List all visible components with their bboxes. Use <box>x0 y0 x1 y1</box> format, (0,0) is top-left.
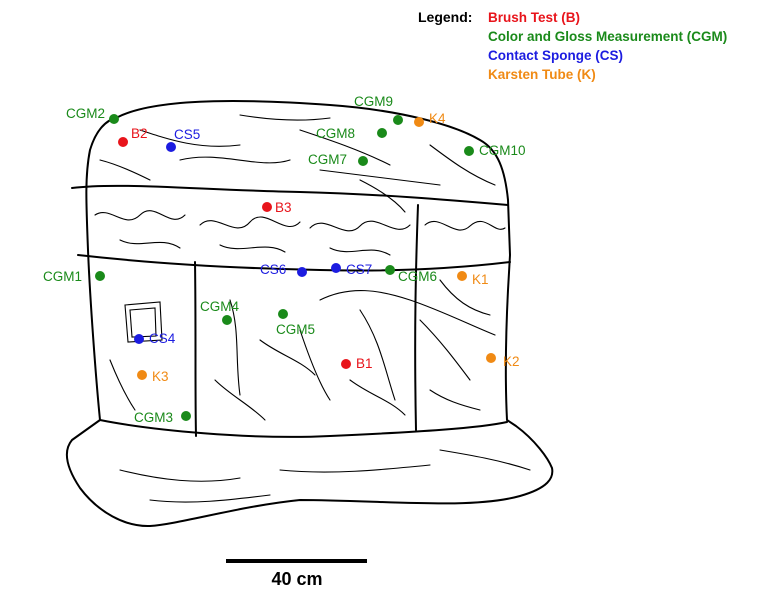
point-cgm3: CGM3 <box>134 410 191 425</box>
point-marker-cs6 <box>297 267 307 277</box>
point-cgm9: CGM9 <box>354 94 403 125</box>
point-label-b2: B2 <box>131 126 148 141</box>
point-cgm5: CGM5 <box>276 309 315 337</box>
point-label-cgm7: CGM7 <box>308 152 347 167</box>
point-cgm2: CGM2 <box>66 106 119 124</box>
point-cs6: CS6 <box>260 262 307 277</box>
point-label-k3: K3 <box>152 369 169 384</box>
point-label-cgm6: CGM6 <box>398 269 437 284</box>
point-b3: B3 <box>262 200 292 215</box>
point-k4: K4 <box>414 111 446 127</box>
point-label-cgm3: CGM3 <box>134 410 173 425</box>
point-label-k4: K4 <box>429 111 446 126</box>
point-label-cs5: CS5 <box>174 127 200 142</box>
point-cs4: CS4 <box>134 331 176 346</box>
legend-item-color-gloss: Color and Gloss Measurement (CGM) <box>488 29 727 44</box>
point-label-cgm10: CGM10 <box>479 143 526 158</box>
point-marker-cgm10 <box>464 146 474 156</box>
point-k3: K3 <box>137 369 169 384</box>
point-marker-cgm4 <box>222 315 232 325</box>
legend-item-karsten-tube: Karsten Tube (K) <box>488 67 596 82</box>
point-label-k1: K1 <box>472 272 489 287</box>
point-marker-k1 <box>457 271 467 281</box>
point-marker-cs5 <box>166 142 176 152</box>
legend-title: Legend: <box>418 9 472 25</box>
point-label-k2: K2 <box>503 354 520 369</box>
stone-block-drawing <box>65 100 554 528</box>
point-marker-cgm3 <box>181 411 191 421</box>
point-marker-k2 <box>486 353 496 363</box>
point-cgm8: CGM8 <box>316 126 387 141</box>
legend: Legend: Brush Test (B) Color and Gloss M… <box>418 9 727 82</box>
point-cgm1: CGM1 <box>43 269 105 284</box>
point-cgm7: CGM7 <box>308 152 368 167</box>
point-label-cgm4: CGM4 <box>200 299 239 314</box>
point-label-cgm2: CGM2 <box>66 106 105 121</box>
point-cs5: CS5 <box>166 127 200 152</box>
point-label-cgm5: CGM5 <box>276 322 315 337</box>
point-k2: K2 <box>486 353 520 369</box>
point-marker-b3 <box>262 202 272 212</box>
point-label-cgm8: CGM8 <box>316 126 355 141</box>
scale-bar: 40 cm <box>226 559 367 589</box>
point-k1: K1 <box>457 271 489 287</box>
point-cs7: CS7 <box>331 262 372 277</box>
point-marker-cgm2 <box>109 114 119 124</box>
point-label-cgm9: CGM9 <box>354 94 393 109</box>
point-marker-b2 <box>118 137 128 147</box>
point-marker-cgm6 <box>385 265 395 275</box>
point-cgm4: CGM4 <box>200 299 239 325</box>
point-marker-cgm1 <box>95 271 105 281</box>
point-cgm6: CGM6 <box>385 265 437 284</box>
point-marker-b1 <box>341 359 351 369</box>
point-label-cgm1: CGM1 <box>43 269 82 284</box>
point-marker-cgm8 <box>377 128 387 138</box>
point-marker-cs7 <box>331 263 341 273</box>
point-marker-k3 <box>137 370 147 380</box>
scale-bar-label: 40 cm <box>271 569 322 589</box>
point-label-cs4: CS4 <box>149 331 176 346</box>
point-marker-k4 <box>414 117 424 127</box>
point-marker-cgm7 <box>358 156 368 166</box>
point-label-b3: B3 <box>275 200 292 215</box>
point-b2: B2 <box>118 126 148 147</box>
point-cgm10: CGM10 <box>464 143 526 158</box>
point-label-cs7: CS7 <box>346 262 372 277</box>
legend-item-contact-sponge: Contact Sponge (CS) <box>488 48 623 63</box>
point-label-cs6: CS6 <box>260 262 286 277</box>
point-marker-cgm5 <box>278 309 288 319</box>
legend-item-brush-test: Brush Test (B) <box>488 10 580 25</box>
point-label-b1: B1 <box>356 356 373 371</box>
point-marker-cs4 <box>134 334 144 344</box>
point-b1: B1 <box>341 356 373 371</box>
point-marker-cgm9 <box>393 115 403 125</box>
